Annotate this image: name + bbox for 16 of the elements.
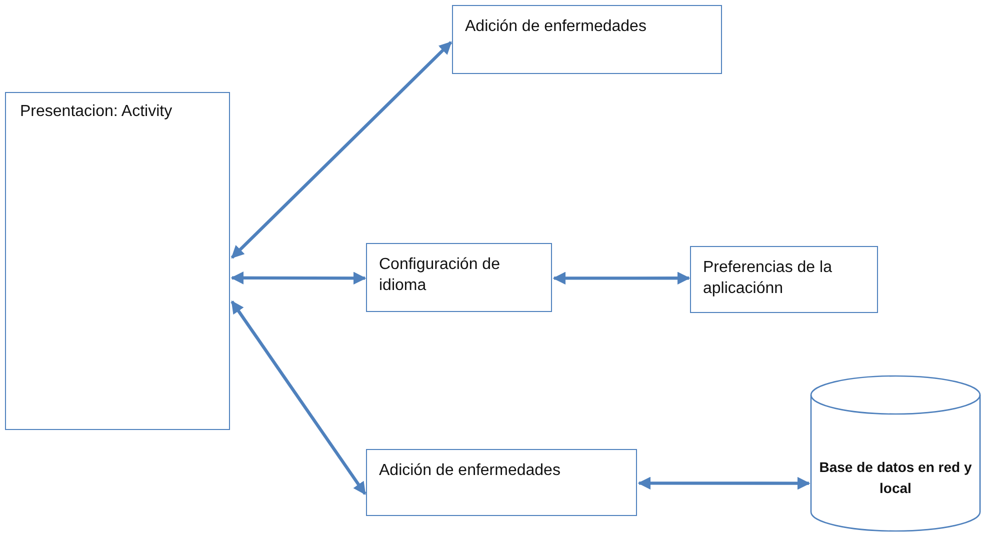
process-box	[452, 5, 722, 74]
process-box	[366, 449, 637, 516]
process-box	[690, 246, 878, 313]
double-arrow	[230, 272, 366, 285]
process-box	[5, 92, 230, 430]
double-arrow	[230, 41, 452, 259]
node-label: Adición de enfermedades	[465, 17, 648, 37]
node-label: Presentacion: Activity	[20, 102, 174, 122]
node-label: Base de datos en red y local	[818, 458, 973, 498]
node-label: Adición de enfermedades	[379, 461, 562, 481]
double-arrow	[638, 476, 810, 490]
process-box	[366, 243, 552, 312]
node-label: Configuración de idioma	[379, 255, 501, 296]
node-label: Preferencias de la aplicaciónn	[703, 258, 833, 299]
double-arrow	[230, 300, 366, 495]
double-arrow	[552, 272, 690, 285]
